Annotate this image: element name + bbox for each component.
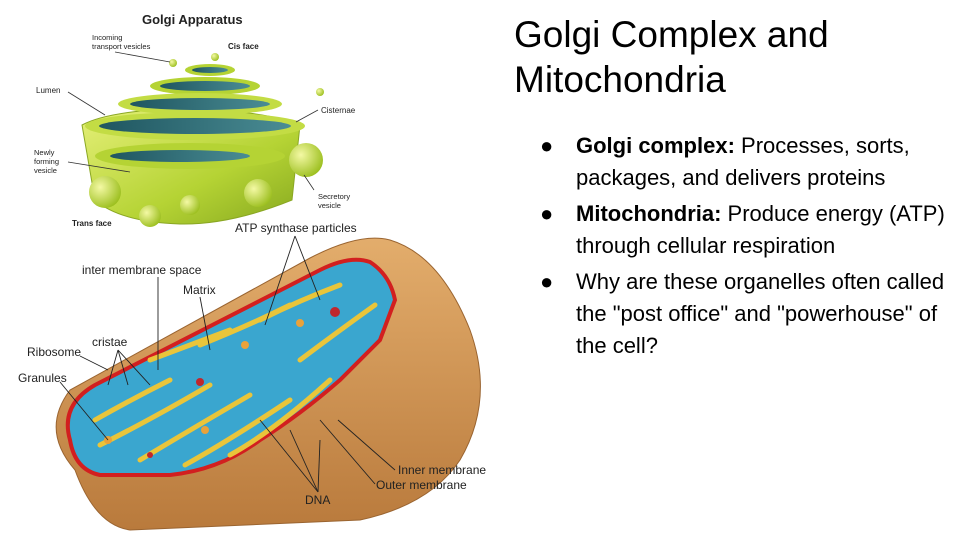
label-outer-membrane: Outer membrane <box>376 478 467 492</box>
label-inner-membrane: Inner membrane <box>398 463 486 477</box>
label-lumen: Lumen <box>36 86 60 95</box>
label-newly-forming-1: Newly <box>34 148 55 157</box>
bullet-text: Produce energy (ATP) through cellular re… <box>576 201 945 258</box>
organelle-figure: Golgi Apparatus <box>18 12 486 531</box>
slide-title-line-2: Mitochondria <box>514 59 726 100</box>
bullet-item: ● Golgi complex: Processes, sorts, packa… <box>540 130 960 194</box>
golgi-leader-lines <box>67 51 319 191</box>
golgi-apparatus: Golgi Apparatus <box>34 12 356 228</box>
bullet-glyph: ● <box>540 133 554 158</box>
label-trans-face: Trans face <box>72 219 112 228</box>
label-incoming-vesicles-2: transport vesicles <box>92 42 151 51</box>
label-granules: Granules <box>18 371 67 385</box>
bullet-text: Why are these organelles often called th… <box>576 269 945 358</box>
mitochondrion: ATP synthase particles inter membrane sp… <box>18 221 486 531</box>
label-newly-forming-2: forming <box>34 157 59 166</box>
mito-granules <box>104 307 340 458</box>
bullet-bold: Mitochondria: <box>576 201 722 226</box>
label-cis-face: Cis face <box>228 42 259 51</box>
label-cisternae: Cisternae <box>321 106 356 115</box>
slide-title-line-1: Golgi Complex and <box>514 14 829 55</box>
label-secretory-2: vesicle <box>318 201 341 210</box>
bullet-glyph: ● <box>540 269 554 294</box>
bullet-list: ● Golgi complex: Processes, sorts, packa… <box>540 130 960 366</box>
bullet-item: ● Mitochondria: Produce energy (ATP) thr… <box>540 198 960 262</box>
label-matrix: Matrix <box>183 283 216 297</box>
label-ribosome: Ribosome <box>27 345 81 359</box>
label-newly-forming-3: vesicle <box>34 166 57 175</box>
label-inter-membrane-space: inter membrane space <box>82 263 202 277</box>
cisternae-stack <box>85 64 305 169</box>
bullet-bold: Golgi complex: <box>576 133 735 158</box>
golgi-title: Golgi Apparatus <box>142 12 243 27</box>
bullet-glyph: ● <box>540 201 554 226</box>
mito-leader-lines <box>59 235 396 493</box>
bullet-text: Processes, sorts, packages, and delivers… <box>576 133 910 190</box>
label-secretory-1: Secretory <box>318 192 350 201</box>
label-dna: DNA <box>305 493 330 507</box>
golgi-vesicles <box>89 53 324 227</box>
label-incoming-vesicles-1: Incoming <box>92 33 122 42</box>
label-atp-synthase: ATP synthase particles <box>235 221 357 235</box>
slide-title: Golgi Complex and Mitochondria <box>514 12 954 102</box>
label-cristae: cristae <box>92 335 128 349</box>
bullet-item: ● Why are these organelles often called … <box>540 266 960 362</box>
